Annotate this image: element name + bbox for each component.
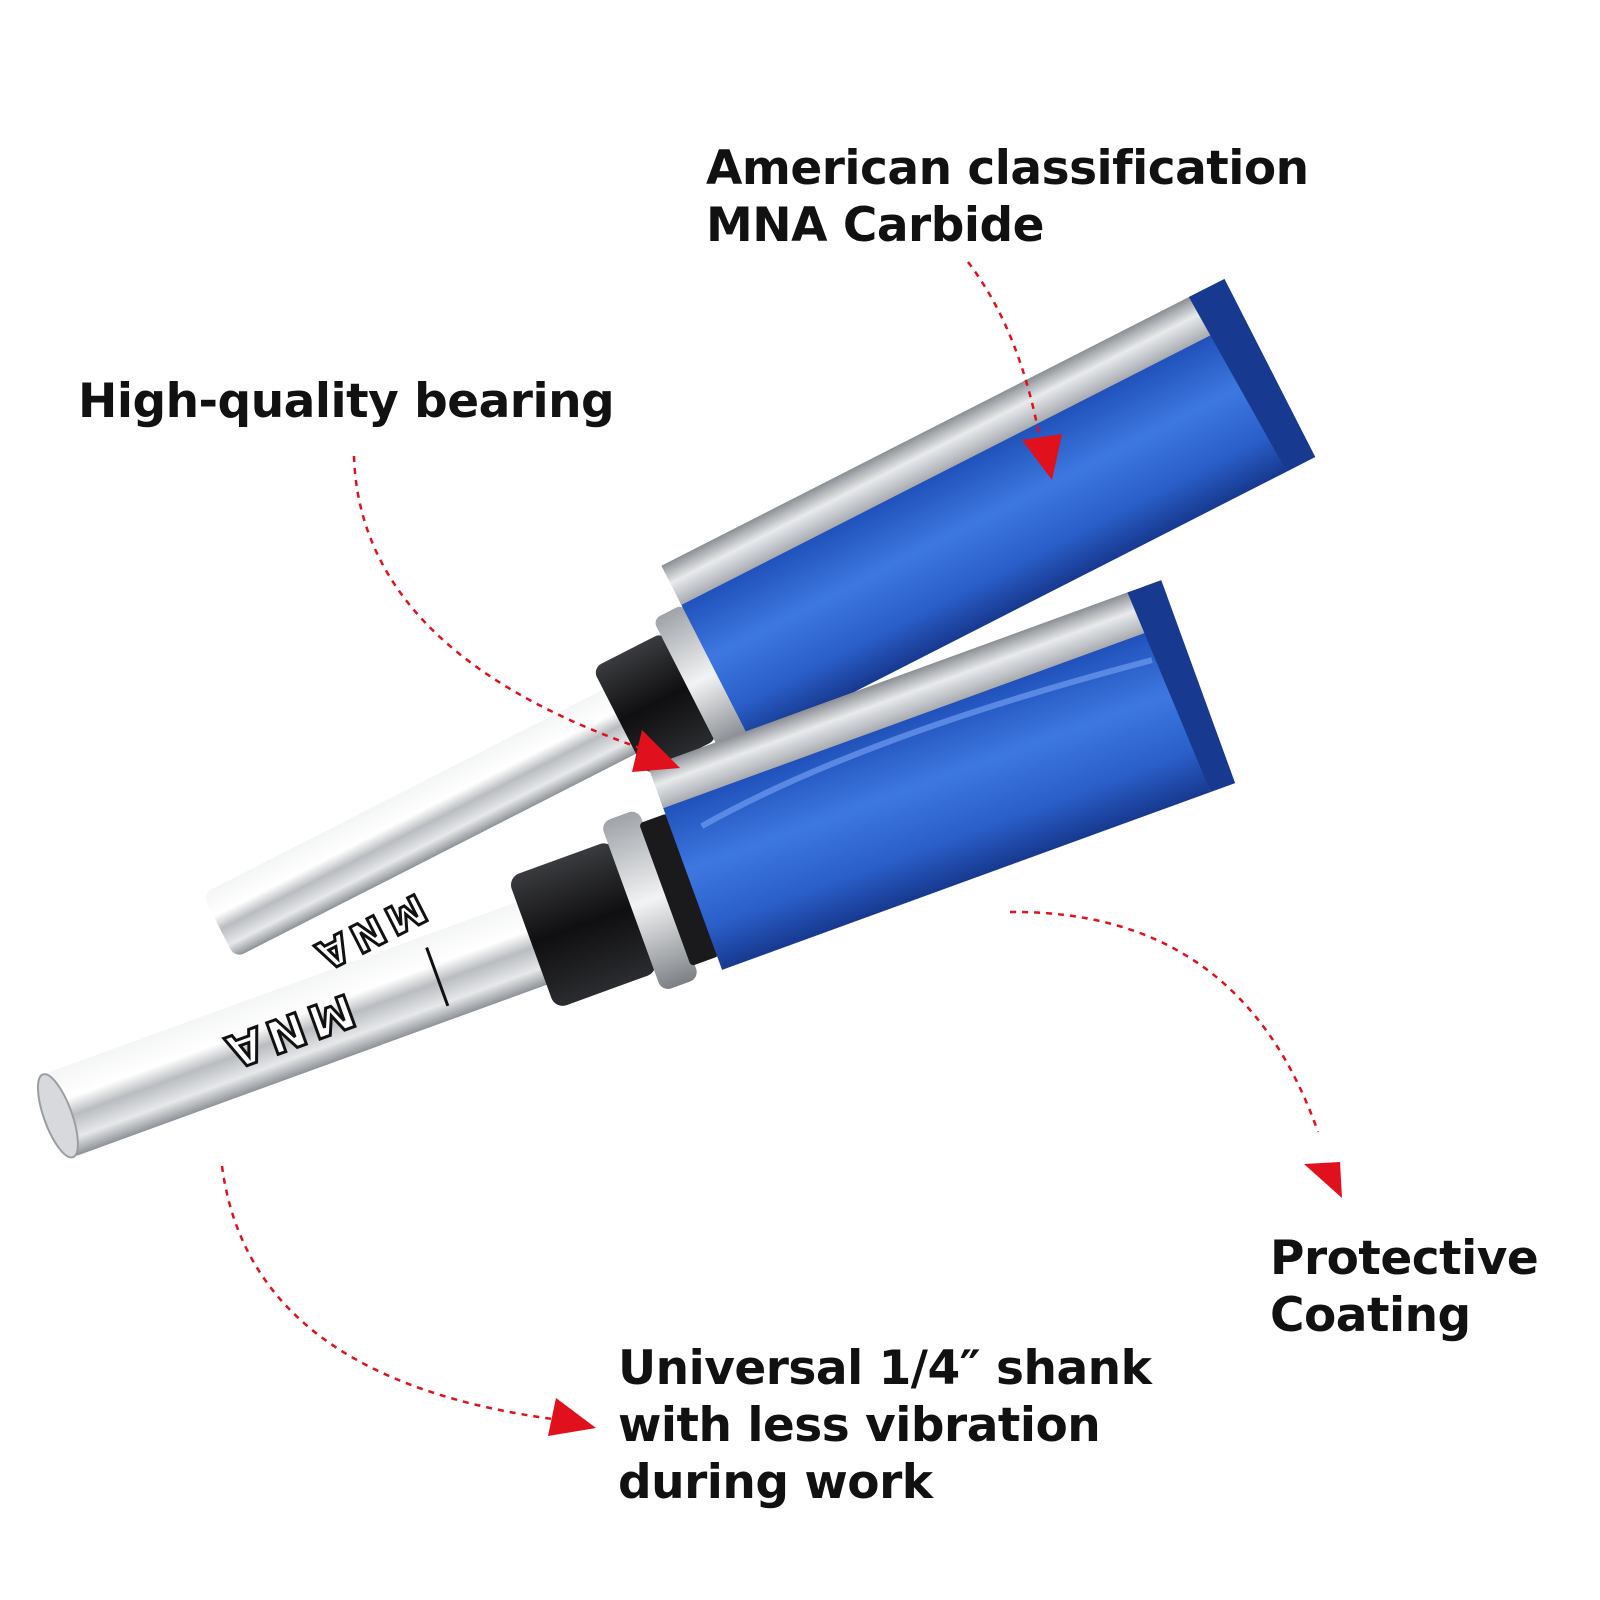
- callout-shank: Universal 1/4″ shank with less vibration…: [618, 1340, 1152, 1511]
- back-bearing-race: [655, 606, 750, 753]
- callout-shank-line1: Universal 1/4″ shank: [618, 1341, 1152, 1396]
- back-coated-body: [679, 329, 1287, 744]
- callout-carbide-line2: MNA Carbide: [706, 198, 1045, 253]
- front-carbide-blade: [648, 589, 1152, 809]
- back-carbide-blade: [661, 288, 1225, 605]
- arrowhead-icon: [632, 730, 680, 772]
- front-bearing-inner: [510, 843, 656, 1006]
- callout-shank-line2: with less vibration: [618, 1398, 1101, 1453]
- callout-shank-line3: during work: [618, 1455, 933, 1510]
- arrowhead-icon: [1022, 434, 1062, 480]
- callout-coating-line1: Protective: [1270, 1231, 1539, 1286]
- callout-bearing: High-quality bearing: [78, 373, 615, 430]
- front-shank: [40, 888, 591, 1156]
- callout-coating: Protective Coating: [1270, 1230, 1539, 1344]
- front-coated-body: [661, 626, 1211, 970]
- callout-arrow-carbide: [967, 261, 1062, 480]
- router-bit-back: [205, 278, 1316, 955]
- callout-arrow-shank: [220, 1165, 596, 1436]
- arrowhead-icon: [548, 1398, 596, 1436]
- back-shank: [205, 688, 642, 955]
- arrowhead-icon: [1304, 1162, 1342, 1198]
- callout-coating-line2: Coating: [1270, 1288, 1471, 1343]
- callout-arrow-coating: [1009, 910, 1342, 1198]
- callout-bearing-line1: High-quality bearing: [78, 374, 615, 429]
- callout-arrow-bearing: [352, 455, 680, 772]
- callout-carbide-line1: American classification: [706, 141, 1309, 196]
- callout-carbide: American classification MNA Carbide: [706, 140, 1309, 254]
- back-bearing-inner: [595, 635, 715, 772]
- front-bearing-race: [603, 811, 697, 989]
